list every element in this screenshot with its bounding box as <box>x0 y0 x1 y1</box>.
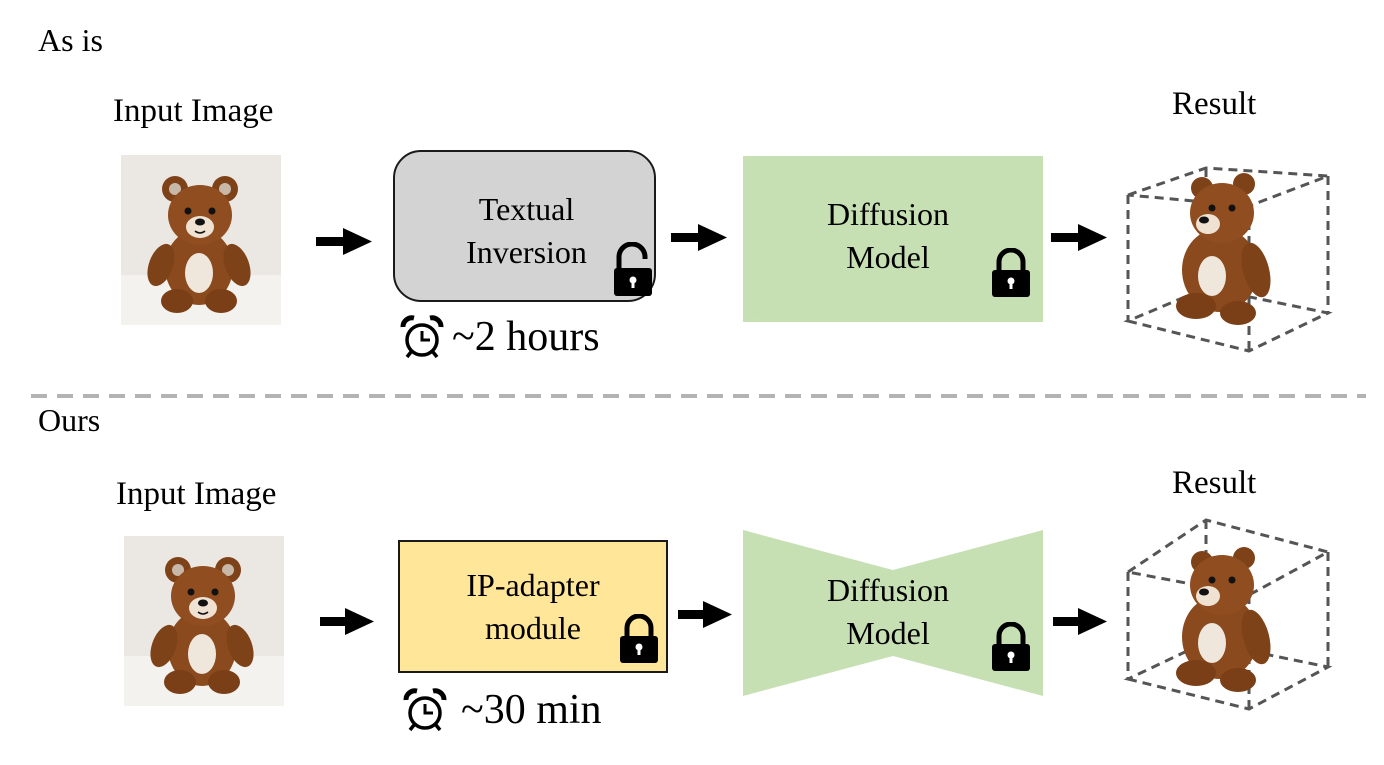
arrow-right-icon <box>1053 608 1107 635</box>
locked-lock-icon <box>992 622 1030 671</box>
ip-adapter-line-2: module <box>485 610 581 646</box>
diffusion-model-shape <box>743 530 1043 696</box>
result-teddy-bear <box>1176 173 1271 325</box>
locked-lock-icon <box>992 248 1030 297</box>
input-image-label: Input Image <box>113 93 274 129</box>
alarm-clock-icon <box>403 688 447 732</box>
input-image-teddy-bear <box>121 155 281 325</box>
textual-inversion-box: Textual Inversion <box>393 150 656 302</box>
diffusion-model-line-2: Model <box>846 239 930 275</box>
arrow-right-icon <box>1051 224 1107 251</box>
result-3d-cube <box>1123 518 1333 711</box>
diffusion-model-line-2: Model <box>846 615 930 651</box>
diffusion-model-shape <box>743 156 1043 322</box>
section-title-as-is: As is <box>38 22 103 58</box>
time-cost-text: ~2 hours <box>452 314 600 360</box>
ip-adapter-module-box: IP-adapter module <box>398 540 668 673</box>
result-3d-cube <box>1123 166 1333 353</box>
alarm-clock-icon <box>400 315 444 359</box>
diffusion-model-line-1: Diffusion <box>826 572 950 608</box>
input-image-label: Input Image <box>116 476 277 512</box>
arrow-right-icon <box>316 228 372 255</box>
arrow-right-icon <box>320 608 374 635</box>
time-cost-ours: ~30 min <box>403 686 602 734</box>
diffusion-model-line-1: Diffusion <box>826 196 950 232</box>
time-cost-text: ~30 min <box>461 687 602 733</box>
ip-adapter-line-1: IP-adapter <box>466 567 600 603</box>
textual-inversion-line-1: Textual <box>478 191 575 227</box>
arrow-right-icon <box>671 224 727 251</box>
arrow-right-icon <box>678 601 732 628</box>
input-image-teddy-bear <box>124 536 284 706</box>
unlocked-lock-icon <box>614 242 652 296</box>
section-title-ours: Ours <box>38 402 101 438</box>
time-cost-as-is: ~2 hours <box>400 313 600 361</box>
locked-lock-icon <box>620 614 658 663</box>
result-label: Result <box>1172 86 1257 122</box>
result-teddy-bear <box>1176 547 1271 692</box>
result-label: Result <box>1172 465 1257 501</box>
textual-inversion-line-2: Inversion <box>466 234 587 270</box>
